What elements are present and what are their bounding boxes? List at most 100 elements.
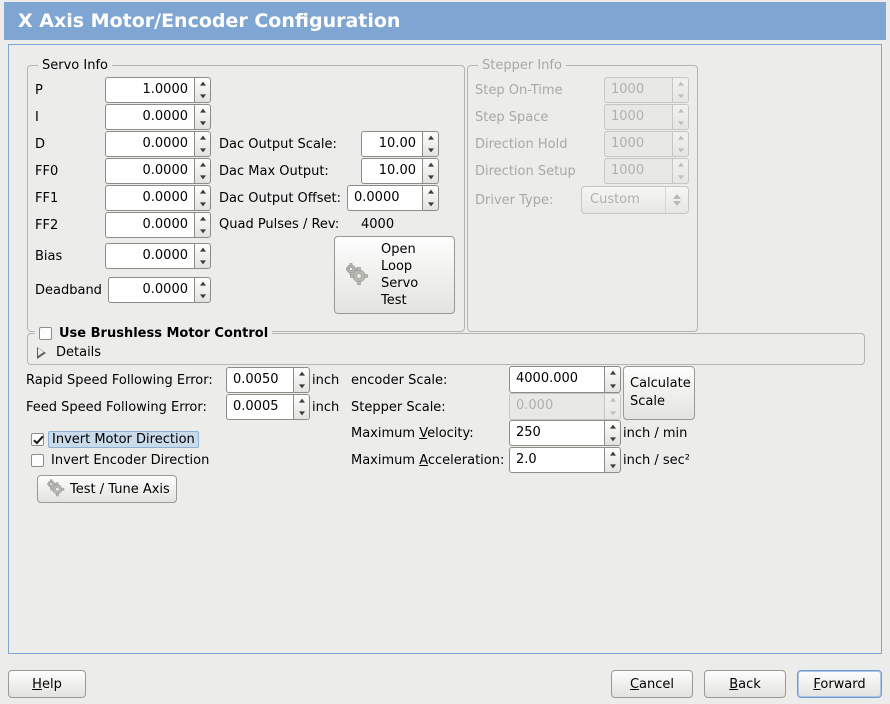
servo-deadband-value[interactable]: 0.0000 [108, 277, 194, 303]
servo-ff1-stepper-buttons[interactable] [194, 185, 211, 211]
encoder-scale-value[interactable]: 4000.000 [509, 366, 604, 393]
maximum-velocity-spinner[interactable]: 250 [509, 420, 621, 446]
dac-output-offset-stepper-buttons[interactable] [422, 185, 439, 211]
use-brushless-motor-control-checkbox[interactable]: Use Brushless Motor Control [35, 326, 273, 341]
servo-ff2-value[interactable]: 0.0000 [105, 212, 194, 238]
servo-bias-value[interactable]: 0.0000 [105, 243, 194, 269]
servo-ff0-spinner[interactable]: 0.0000 [105, 158, 211, 184]
chevron-right-icon[interactable] [37, 346, 46, 359]
back-button[interactable]: Back [704, 670, 786, 698]
calculate-scale-button[interactable]: Calculate Scale [623, 366, 695, 420]
rapid-speed-following-error-value[interactable]: 0.0050 [226, 367, 293, 393]
servo-ff1-value[interactable]: 0.0000 [105, 185, 194, 211]
servo-deadband-stepper-buttons[interactable] [194, 277, 211, 303]
checkbox-checked-icon[interactable] [31, 433, 44, 446]
servo-deadband-spinner[interactable]: 0.0000 [108, 277, 211, 303]
rapid-error-stepper-buttons[interactable] [293, 367, 310, 393]
invert-motor-direction-checkbox[interactable]: Invert Motor Direction [31, 431, 199, 448]
rapid-speed-following-error-spinner[interactable]: 0.0050 [226, 367, 310, 393]
servo-d-spinner[interactable]: 0.0000 [105, 131, 211, 157]
dac-output-offset-value[interactable]: 0.0000 [347, 185, 422, 211]
servo-ff0-stepper-buttons[interactable] [194, 158, 211, 184]
spin-up-icon[interactable] [605, 367, 620, 380]
step-space-spinner: 1000 [604, 104, 689, 130]
checkbox-box-icon[interactable] [31, 454, 44, 467]
servo-bias-stepper-buttons[interactable] [194, 243, 211, 269]
dac-max-output-value[interactable]: 10.00 [361, 158, 422, 184]
servo-i-value[interactable]: 0.0000 [105, 104, 194, 130]
spin-down-icon[interactable] [423, 171, 438, 183]
spin-down-icon[interactable] [195, 117, 210, 129]
servo-bias-spinner[interactable]: 0.0000 [105, 243, 211, 269]
servo-d-stepper-buttons[interactable] [194, 131, 211, 157]
spin-up-icon[interactable] [605, 448, 620, 460]
servo-ff2-spinner[interactable]: 0.0000 [105, 212, 211, 238]
servo-ff0-value[interactable]: 0.0000 [105, 158, 194, 184]
feed-speed-following-error-value[interactable]: 0.0005 [226, 394, 293, 420]
spin-down-icon[interactable] [195, 198, 210, 210]
spin-down-icon[interactable] [195, 290, 210, 302]
spin-up-icon[interactable] [195, 105, 210, 117]
spin-down-icon[interactable] [423, 198, 438, 210]
dac-output-scale-value[interactable]: 10.00 [361, 131, 422, 157]
dac-max-output-spinner[interactable]: 10.00 [361, 158, 439, 184]
spin-up-icon[interactable] [195, 132, 210, 144]
feed-speed-following-error-spinner[interactable]: 0.0005 [226, 394, 310, 420]
test-tune-axis-button[interactable]: Test / Tune Axis [37, 475, 177, 503]
servo-i-stepper-buttons[interactable] [194, 104, 211, 130]
spin-down-icon[interactable] [605, 460, 620, 472]
maximum-acceleration-spinner[interactable]: 2.0 [509, 447, 621, 473]
spin-up-icon[interactable] [195, 186, 210, 198]
forward-button[interactable]: Forward [797, 670, 882, 698]
maximum-acceleration-value[interactable]: 2.0 [509, 447, 604, 473]
spin-up-icon[interactable] [195, 78, 210, 90]
maximum-acceleration-label: Maximum Acceleration: [351, 453, 505, 468]
dac-max-output-stepper-buttons[interactable] [422, 158, 439, 184]
spin-up-icon[interactable] [294, 395, 309, 407]
spin-up-icon[interactable] [423, 186, 438, 198]
spin-down-icon[interactable] [195, 144, 210, 156]
spin-down-icon[interactable] [423, 144, 438, 156]
spin-up-icon[interactable] [195, 159, 210, 171]
servo-ff2-stepper-buttons[interactable] [194, 212, 211, 238]
open-loop-line-4: Test [381, 293, 407, 308]
servo-d-value[interactable]: 0.0000 [105, 131, 194, 157]
spin-up-icon[interactable] [195, 213, 210, 225]
spin-down-icon[interactable] [605, 433, 620, 445]
dac-output-scale-spinner[interactable]: 10.00 [361, 131, 439, 157]
dac-output-scale-stepper-buttons[interactable] [422, 131, 439, 157]
cancel-button[interactable]: Cancel [611, 670, 693, 698]
spin-down-icon[interactable] [294, 407, 309, 419]
details-disclosure[interactable]: Details [37, 345, 101, 360]
spin-down-icon[interactable] [195, 256, 210, 268]
help-button[interactable]: Help [8, 670, 86, 698]
spin-down-icon[interactable] [195, 171, 210, 183]
spin-up-icon [673, 159, 688, 171]
servo-p-stepper-buttons[interactable] [194, 77, 211, 103]
spin-up-icon[interactable] [605, 421, 620, 433]
servo-p-spinner[interactable]: 1.0000 [105, 77, 211, 103]
maximum-acceleration-stepper-buttons[interactable] [604, 447, 621, 473]
spin-up-icon[interactable] [423, 159, 438, 171]
servo-ff1-spinner[interactable]: 0.0000 [105, 185, 211, 211]
dac-output-offset-spinner[interactable]: 0.0000 [347, 185, 439, 211]
maximum-velocity-stepper-buttons[interactable] [604, 420, 621, 446]
servo-i-spinner[interactable]: 0.0000 [105, 104, 211, 130]
spin-up-icon[interactable] [423, 132, 438, 144]
encoder-scale-spinner[interactable]: 4000.000 [509, 366, 621, 393]
spin-down-icon[interactable] [605, 380, 620, 393]
servo-label-d: D [35, 137, 46, 152]
checkbox-box-icon[interactable] [39, 327, 52, 340]
encoder-scale-stepper-buttons[interactable] [604, 366, 621, 393]
invert-encoder-direction-checkbox[interactable]: Invert Encoder Direction [31, 453, 209, 468]
feed-error-stepper-buttons[interactable] [293, 394, 310, 420]
spin-down-icon[interactable] [294, 380, 309, 392]
open-loop-servo-test-button[interactable]: Open Loop Servo Test [334, 236, 455, 314]
spin-up-icon[interactable] [294, 368, 309, 380]
spin-up-icon[interactable] [195, 278, 210, 290]
servo-p-value[interactable]: 1.0000 [105, 77, 194, 103]
spin-down-icon[interactable] [195, 225, 210, 237]
spin-up-icon[interactable] [195, 244, 210, 256]
maximum-velocity-value[interactable]: 250 [509, 420, 604, 446]
spin-down-icon[interactable] [195, 90, 210, 102]
